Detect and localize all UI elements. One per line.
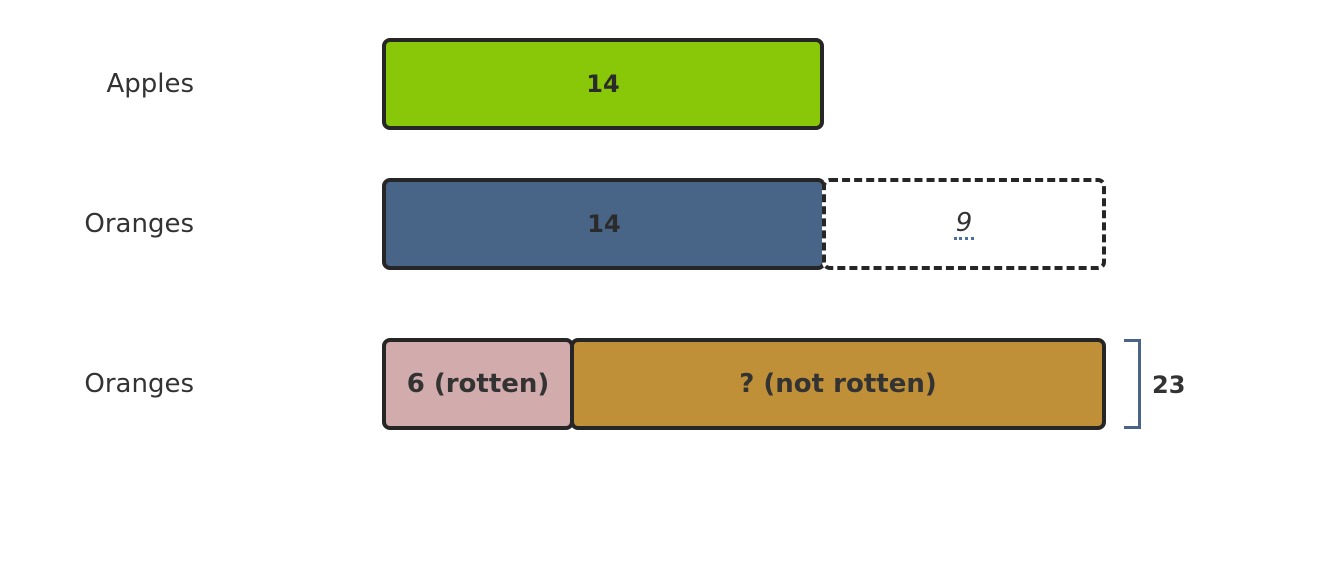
oranges-extra-answer[interactable]: 9 [953,207,975,240]
apples-bar: 14 [382,38,824,130]
rotten-segment: 6 (rotten) [382,338,574,430]
oranges-extra-bar: 9 [822,178,1106,270]
not-rotten-segment: ? (not rotten) [570,338,1106,430]
oranges-value: 14 [587,210,621,238]
row-label-oranges: Oranges [84,209,194,239]
not-rotten-label: ? (not rotten) [739,369,937,399]
total-bracket [1124,339,1141,429]
row-label-oranges-split: Oranges [84,369,194,399]
rotten-label: 6 (rotten) [406,369,550,399]
row-label-apples: Apples [106,69,194,99]
oranges-bar: 14 [382,178,826,270]
apples-value: 14 [586,70,620,98]
total-label: 23 [1152,371,1186,399]
